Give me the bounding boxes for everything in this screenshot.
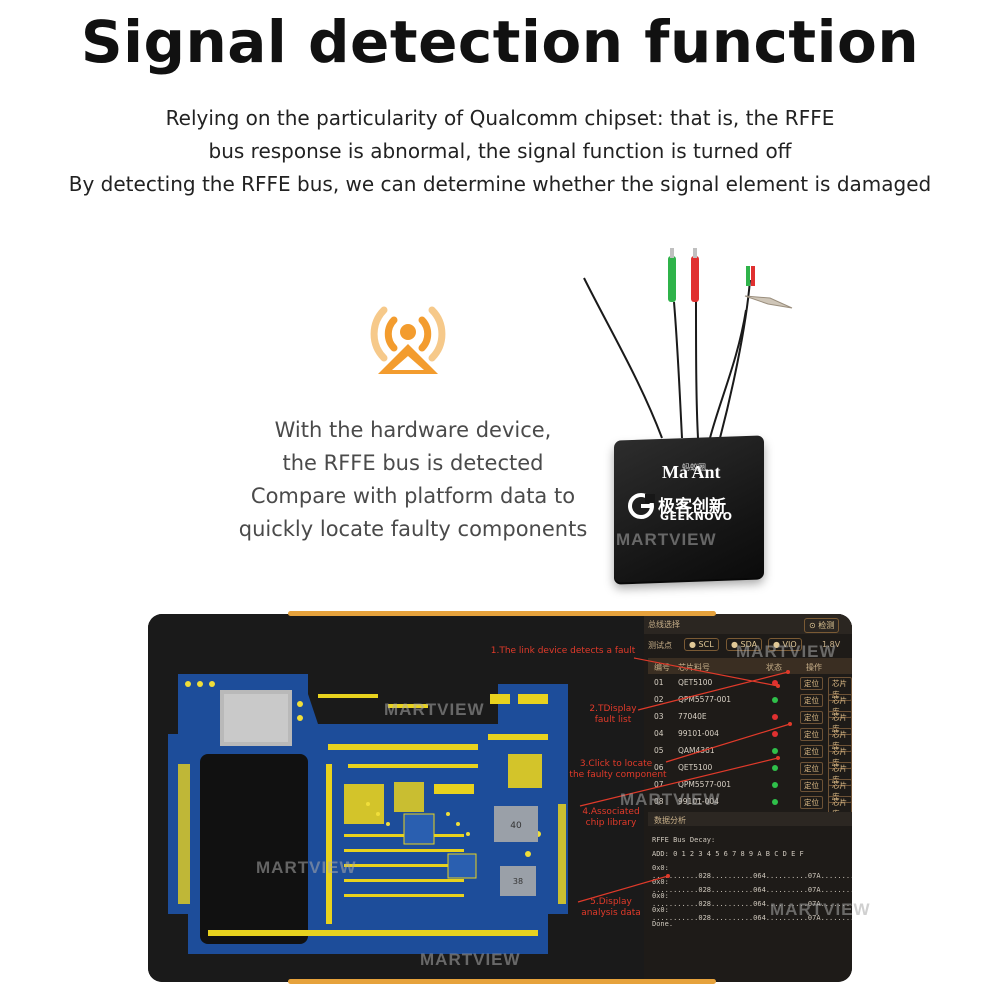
row-number: 04 — [654, 729, 664, 738]
status-dot — [772, 697, 778, 703]
watermark: MARTVIEW — [256, 858, 357, 877]
feature-line-2: the RFFE bus is detected — [282, 451, 544, 475]
row-number: 03 — [654, 712, 664, 721]
status-dot — [772, 731, 778, 737]
panel-accent-top — [288, 611, 716, 616]
panel-accent-bottom — [288, 979, 716, 984]
annotation-2-line-2: fault list — [594, 715, 632, 725]
bus-select-label: 总线选择 — [648, 620, 680, 629]
detect-button[interactable]: ⊙ 检测 — [804, 618, 840, 633]
pcb-chip-2-label: 38 — [513, 877, 523, 886]
pcb-chip-1-label: 40 — [510, 821, 522, 831]
locate-button[interactable]: 定位 — [800, 779, 823, 792]
table-row[interactable]: 08 99101-004 定位 芯片库 — [648, 795, 852, 820]
feature-line-1: With the hardware device, — [274, 418, 552, 442]
analysis-section-header: 数据分析 — [648, 812, 852, 826]
device-brand-cn: 极客创新 — [658, 497, 726, 517]
col-part: 芯片料号 — [678, 663, 710, 672]
row-part: 99101-004 — [678, 797, 719, 806]
locate-button[interactable]: 定位 — [800, 711, 823, 724]
row-part: QPM5577-001 — [678, 780, 732, 789]
intro-line-2: bus response is abnormal, the signal fun… — [208, 139, 792, 163]
row-number: 05 — [654, 746, 664, 755]
annotation-5-line-2: analysis data — [581, 908, 641, 918]
done-text: Done. — [652, 920, 674, 928]
row-part: QPM5577-001 — [678, 695, 732, 704]
feature-line-3: Compare with platform data to — [250, 484, 576, 508]
col-action: 操作 — [806, 663, 822, 672]
col-number: 编号 — [654, 663, 670, 672]
data-row: 0x0: ...........028..........064........… — [652, 878, 852, 894]
probe-wires — [583, 248, 793, 439]
annotation-5-line-1: 5.Display — [590, 897, 632, 907]
analysis-title: 数据分析 — [654, 816, 686, 825]
annotation-3-line-1: 3.Click to locate — [579, 759, 653, 769]
intro-line-3: By detecting the RFFE bus, we can determ… — [68, 172, 932, 196]
software-screenshot-panel: 40 38 总线选择 ⊙ 检测 测试点 ● SCL ● SDA ● VIO 1.… — [148, 614, 852, 982]
row-part: QET5100 — [678, 678, 713, 687]
signal-tower-icon — [370, 306, 446, 374]
detection-software-window: 总线选择 ⊙ 检测 测试点 ● SCL ● SDA ● VIO 1.8V 编号 … — [644, 614, 852, 982]
annotation-2-line-1: 2.TDisplay — [589, 704, 637, 714]
annotation-3-line-2: the faulty component — [569, 770, 667, 780]
locate-button[interactable]: 定位 — [800, 796, 823, 809]
row-part: 77040E — [678, 712, 707, 721]
locate-button[interactable]: 定位 — [800, 728, 823, 741]
watermark: MARTVIEW — [616, 530, 717, 549]
test-point-label: 测试点 — [648, 641, 672, 650]
annotation-4-line-2: chip library — [585, 818, 637, 828]
data-row: 0x0: ...........028..........064........… — [652, 906, 852, 922]
status-dot — [772, 799, 778, 805]
watermark: MARTVIEW — [384, 700, 485, 719]
annotation-1: 1.The link device detects a fault — [490, 646, 636, 656]
intro-line-1: Relying on the particularity of Qualcomm… — [165, 106, 835, 130]
locate-button[interactable]: 定位 — [800, 762, 823, 775]
page-title: Signal detection function — [80, 8, 920, 76]
row-number: 06 — [654, 763, 664, 772]
pcb-board-image: 40 38 — [148, 614, 648, 982]
rffe-title: RFFE Bus Decay: — [652, 836, 716, 844]
mode-sda-button[interactable]: ● SDA — [726, 638, 763, 651]
mode-vio-button[interactable]: ● VIO — [768, 638, 802, 651]
device-brand-small: 蚂蚁圈 — [682, 463, 706, 472]
row-part: QET5100 — [678, 763, 713, 772]
row-part: QAM4361 — [678, 746, 715, 755]
status-dot — [772, 714, 778, 720]
software-toolbar — [644, 614, 852, 634]
locate-button[interactable]: 定位 — [800, 745, 823, 758]
annotation-arrows — [577, 657, 792, 903]
row-number: 02 — [654, 695, 664, 704]
status-dot — [772, 748, 778, 754]
status-dot — [772, 782, 778, 788]
annotation-4-line-1: 4.Associated — [582, 807, 640, 817]
fault-table-header: 编号 芯片料号 状态 操作 — [648, 658, 852, 674]
watermark: MARTVIEW — [770, 900, 871, 919]
locate-button[interactable]: 定位 — [800, 677, 823, 690]
watermark: MARTVIEW — [620, 790, 721, 809]
watermark: MARTVIEW — [736, 642, 837, 661]
locate-button[interactable]: 定位 — [800, 694, 823, 707]
col-status: 状态 — [766, 663, 782, 672]
device-brand-en: GEEKNOVO — [660, 510, 733, 523]
watermark: MARTVIEW — [420, 950, 521, 969]
device-brand-ma: Ma Ant — [662, 462, 721, 482]
voltage-label: 1.8V — [822, 640, 841, 649]
row-part: 99101-004 — [678, 729, 719, 738]
row-number: 08 — [654, 797, 664, 806]
geeknovo-logo-icon — [628, 493, 655, 519]
feature-line-4: quickly locate faulty components — [238, 517, 588, 541]
status-dot — [772, 680, 778, 686]
status-dot — [772, 765, 778, 771]
data-row: 0x0: ...........028..........064........… — [652, 864, 852, 880]
data-row: 0x0: ...........028..........064........… — [652, 892, 852, 908]
row-number: 07 — [654, 780, 664, 789]
row-number: 01 — [654, 678, 664, 687]
address-header: ADD: 0 1 2 3 4 5 6 7 8 9 A B C D E F — [652, 850, 804, 858]
mode-scl-button[interactable]: ● SCL — [684, 638, 719, 651]
